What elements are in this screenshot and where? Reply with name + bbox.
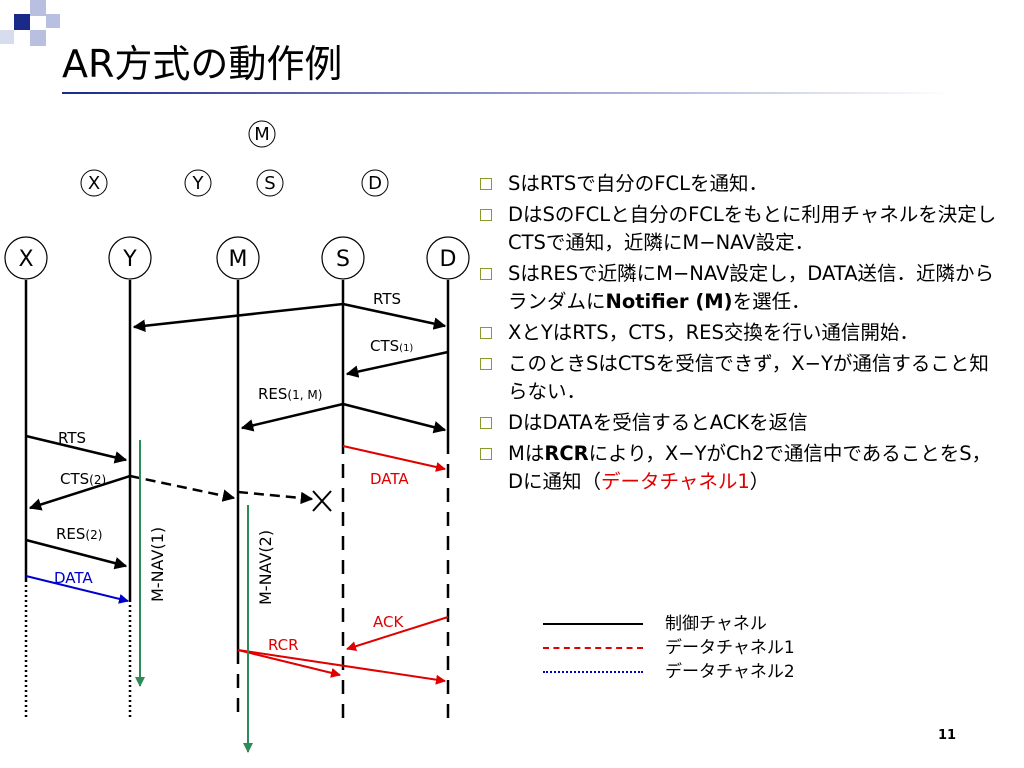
list-item: SはRTSで自分のFCLを通知． <box>478 170 998 198</box>
control-arrows-xy <box>25 434 314 570</box>
list-item: MはRCRにより，X−YがCh2で通信中であることをS，Dに通知（データチャネル… <box>478 440 998 496</box>
arrow-rts-s-right <box>342 302 447 330</box>
label-cts-d: CTS(1) <box>370 337 413 355</box>
lifeline-head-d-label: D <box>440 247 457 272</box>
arrow-res-s-left <box>240 402 344 432</box>
checkbox-bullet-icon <box>480 268 492 280</box>
legend-item-data2: データチャネル2 <box>543 660 843 684</box>
checkbox-bullet-icon <box>480 209 492 221</box>
topology-node-s: S <box>256 169 284 197</box>
list-item: DはDATAを受信するとACKを返信 <box>478 409 998 437</box>
list-item: DはSのFCLと自分のFCLをもとに利用チャネルを決定しCTSで通知，近隣にM−… <box>478 201 998 257</box>
arrow-res-x <box>25 538 128 570</box>
checkbox-bullet-icon <box>480 358 492 370</box>
topology-node-s-label: S <box>264 173 275 194</box>
legend-item-control: 制御チャネル <box>543 612 843 636</box>
legend-item-data1: データチャネル1 <box>543 636 843 660</box>
legend-label-data1: データチャネル1 <box>665 638 795 658</box>
label-res-s: RES(1, M) <box>258 385 322 403</box>
label-cts-y: CTS(2) <box>60 470 106 488</box>
legend-swatch-data2 <box>543 671 643 673</box>
page-number: 11 <box>938 728 957 743</box>
data1-arrows <box>237 445 449 685</box>
legend-label-data2: データチャネル2 <box>665 662 795 682</box>
label-res-x: RES(2) <box>56 525 102 543</box>
label-rcr-m: RCR <box>268 636 299 654</box>
lifeline-head-s: S <box>321 236 365 280</box>
lifeline-head-y-label: Y <box>122 247 137 272</box>
arrow-rts-s-left <box>132 302 344 332</box>
arrow-rcr-m-s <box>237 649 341 678</box>
lifeline-head-s-label: S <box>336 247 350 272</box>
lifeline-head-m-label: M <box>229 247 248 272</box>
corner-decoration <box>0 0 60 60</box>
arrow-cts-y-far <box>237 490 314 505</box>
checkbox-bullet-icon <box>480 448 492 460</box>
label-rts-s: RTS <box>373 290 401 308</box>
legend-label-control: 制御チャネル <box>665 614 767 634</box>
checkbox-bullet-icon <box>480 417 492 429</box>
arrow-ack-d <box>346 616 449 652</box>
topology-node-y: Y <box>184 169 212 197</box>
topology-node-d-label: D <box>368 173 382 194</box>
page-title: AR方式の動作例 <box>62 42 343 86</box>
legend: 制御チャネル データチャネル1 データチャネル2 <box>543 604 843 688</box>
checkbox-bullet-icon <box>480 178 492 190</box>
arrow-data-s <box>342 445 446 472</box>
arrow-rts-x <box>25 434 128 464</box>
label-ack-d: ACK <box>373 613 404 631</box>
list-item: SはRESで近隣にM−NAV設定し，DATA送信．近隣からランダムにNotifi… <box>478 260 998 316</box>
lifeline-head-d: D <box>426 236 470 280</box>
lifeline-head-m: M <box>216 236 260 280</box>
label-rts-x: RTS <box>58 429 86 447</box>
label-data-s: DATA <box>370 470 409 488</box>
lifeline-heads: X Y M S D <box>4 236 470 280</box>
topology-node-m-label: M <box>254 124 270 145</box>
label-mnav1: M-NAV(1) <box>148 527 167 602</box>
list-item: このときSはCTSを受信できず，X−Yが通信すること知らない． <box>478 350 998 406</box>
bullet-list: SはRTSで自分のFCLを通知． DはSのFCLと自分のFCLをもとに利用チャネ… <box>478 170 998 499</box>
arrow-data-x <box>25 575 129 604</box>
topology-node-d: D <box>361 169 389 197</box>
arrow-cts-d <box>345 350 449 378</box>
topology-node-x-label: X <box>88 173 100 194</box>
topology-node-m: M <box>248 120 276 148</box>
lifeline-head-y: Y <box>108 236 152 280</box>
lifeline-head-x: X <box>4 236 48 280</box>
label-mnav2: M-NAV(2) <box>256 530 275 605</box>
legend-swatch-data1 <box>543 647 643 649</box>
topology-node-y-label: Y <box>192 173 205 194</box>
title-underline <box>62 92 952 94</box>
collision-cross-icon <box>312 490 332 512</box>
topology: M X Y S D <box>80 120 389 197</box>
nav-arrows <box>135 440 253 753</box>
arrow-cts-y-right <box>129 474 236 502</box>
message-labels: RTS CTS(1) RES(1, M) DATA RTS CTS(2) RES… <box>54 290 413 654</box>
arrow-res-s-right <box>342 402 447 434</box>
legend-swatch-control <box>543 623 643 625</box>
lifeline-head-x-label: X <box>18 247 33 272</box>
label-data-x: DATA <box>54 569 93 587</box>
list-item: XとYはRTS，CTS，RES交換を行い通信開始． <box>478 319 998 347</box>
arrow-rcr-m-d <box>237 649 446 685</box>
topology-node-x: X <box>80 169 108 197</box>
arrow-cts-y-left <box>28 474 131 511</box>
lifelines <box>24 280 450 718</box>
control-arrows-sd <box>132 302 449 434</box>
checkbox-bullet-icon <box>480 327 492 339</box>
